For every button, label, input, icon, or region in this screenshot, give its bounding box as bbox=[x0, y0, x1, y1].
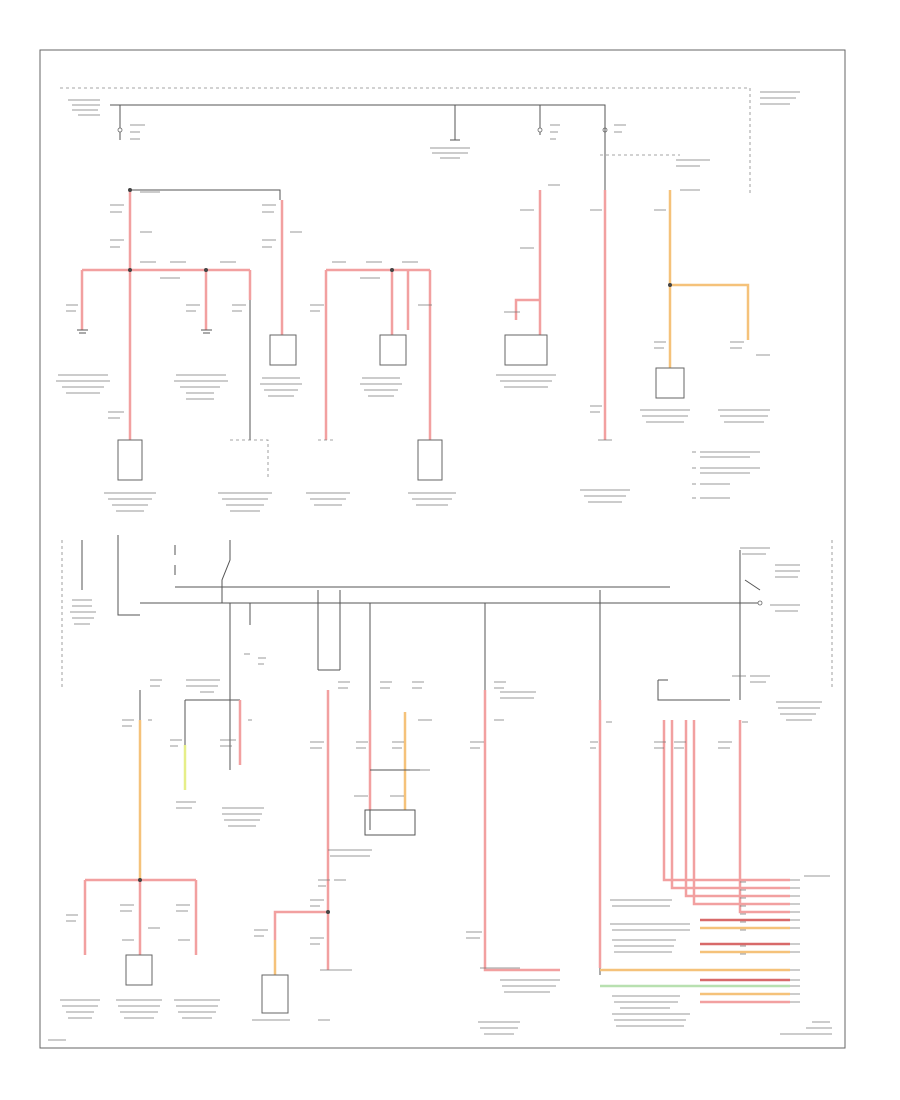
top-dashed-bus bbox=[60, 87, 751, 195]
right-relay-leads bbox=[739, 550, 761, 604]
mid-text-marks bbox=[306, 261, 456, 506]
lower-right-pink-a bbox=[483, 690, 560, 972]
lower-splice bbox=[138, 878, 142, 882]
left-seat-motor-a bbox=[269, 334, 297, 366]
bus-text-marks bbox=[70, 547, 800, 625]
mid-lower-splice bbox=[326, 910, 330, 914]
lower-left-fuse-wire bbox=[139, 690, 240, 745]
left-seat-switch bbox=[117, 439, 143, 481]
top-main-wire bbox=[110, 104, 606, 140]
mid-seat-switch bbox=[417, 439, 443, 481]
right-top-text bbox=[496, 184, 770, 503]
top-fuses bbox=[117, 127, 680, 156]
orange-splice bbox=[668, 283, 672, 287]
mid-splice bbox=[390, 268, 394, 272]
right-relay-box bbox=[657, 679, 730, 701]
mid-branch-wire bbox=[324, 268, 432, 440]
lower-right-text bbox=[48, 675, 832, 1041]
left-bus-drop bbox=[117, 535, 140, 616]
orange-unit bbox=[655, 367, 685, 399]
harness-terminals bbox=[790, 879, 800, 1003]
right-top-pink bbox=[514, 190, 542, 335]
left-seat-module bbox=[230, 439, 269, 480]
top-text-marks bbox=[68, 91, 800, 167]
right-harness-b bbox=[670, 720, 790, 890]
lower-left-motor bbox=[125, 954, 153, 986]
diagram-frame bbox=[39, 49, 846, 1049]
right-harness-c bbox=[684, 720, 790, 898]
right-harness-a bbox=[662, 720, 790, 882]
right-relay-node bbox=[757, 600, 763, 606]
legend bbox=[692, 451, 760, 499]
left-splices bbox=[128, 188, 208, 272]
lower-left-text bbox=[60, 653, 266, 1019]
left-grounds bbox=[77, 329, 212, 334]
left-feed-a bbox=[130, 189, 281, 200]
mid-lower-unit bbox=[261, 974, 289, 1014]
right-top-unit bbox=[504, 334, 548, 366]
mid-lower-trailer bbox=[364, 769, 420, 836]
lower-branch-pink bbox=[83, 878, 198, 955]
right-harness-e bbox=[738, 720, 790, 914]
right-harness-d bbox=[692, 720, 790, 906]
mid-seat-motor bbox=[379, 334, 407, 366]
orange-feed-wire bbox=[668, 190, 750, 370]
left-text-marks bbox=[56, 191, 302, 512]
mid-lower-pink bbox=[273, 690, 330, 970]
mid-lower-orange bbox=[273, 712, 407, 975]
mid-lower-text bbox=[252, 681, 432, 1021]
switch-wire bbox=[174, 540, 231, 603]
left-branch-wire bbox=[80, 268, 252, 330]
